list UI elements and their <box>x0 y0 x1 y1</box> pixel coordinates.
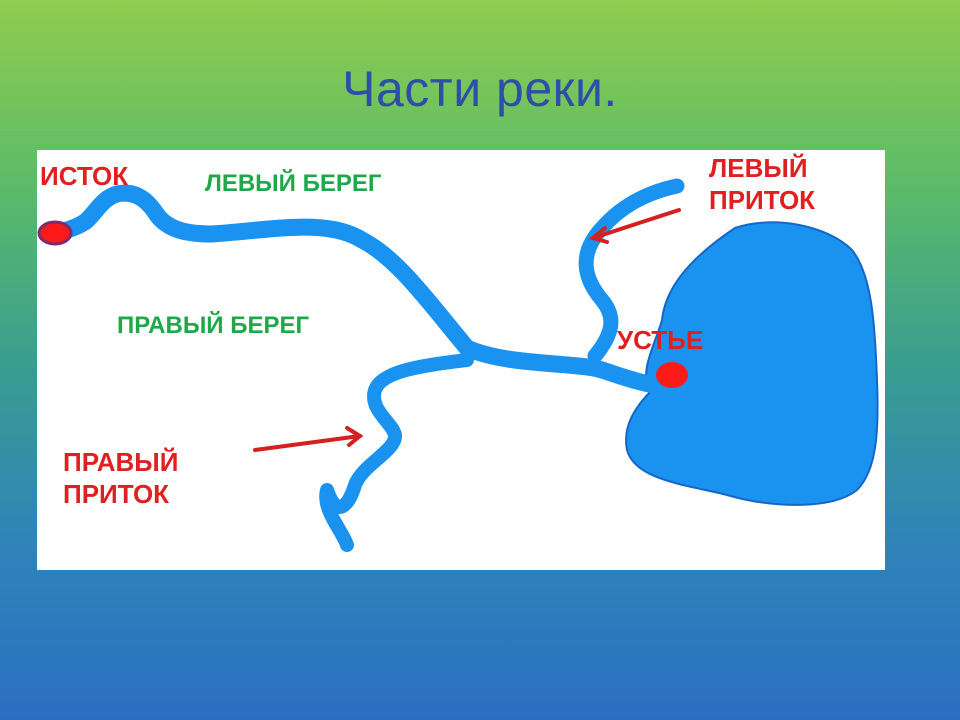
right-bank-label: ПРАВЫЙ БЕРЕГ <box>117 312 310 339</box>
river-diagram <box>37 178 879 552</box>
slide-title: Части реки. <box>342 61 618 117</box>
source-marker <box>37 220 73 246</box>
left-bank-label: ЛЕВЫЙ БЕРЕГ <box>205 170 382 197</box>
mouth-marker <box>656 362 688 388</box>
mouth-label: УСТЬЕ <box>617 325 704 355</box>
source-label: ИСТОК <box>40 161 129 191</box>
right-tributary <box>319 353 474 552</box>
right-tributary-arrow <box>253 426 364 452</box>
left-tributary <box>578 178 685 364</box>
left-tributary-arrow <box>588 208 681 244</box>
river-diagram-panel: ИСТОК ЛЕВЫЙ БЕРЕГ ПРАВЫЙ БЕРЕГ ЛЕВЫЙ ПРИ… <box>37 150 885 570</box>
left-tributary-label: ЛЕВЫЙ ПРИТОК <box>709 153 816 215</box>
lake <box>625 221 879 506</box>
main-river <box>40 184 686 395</box>
right-tributary-label: ПРАВЫЙ ПРИТОК <box>63 447 179 509</box>
